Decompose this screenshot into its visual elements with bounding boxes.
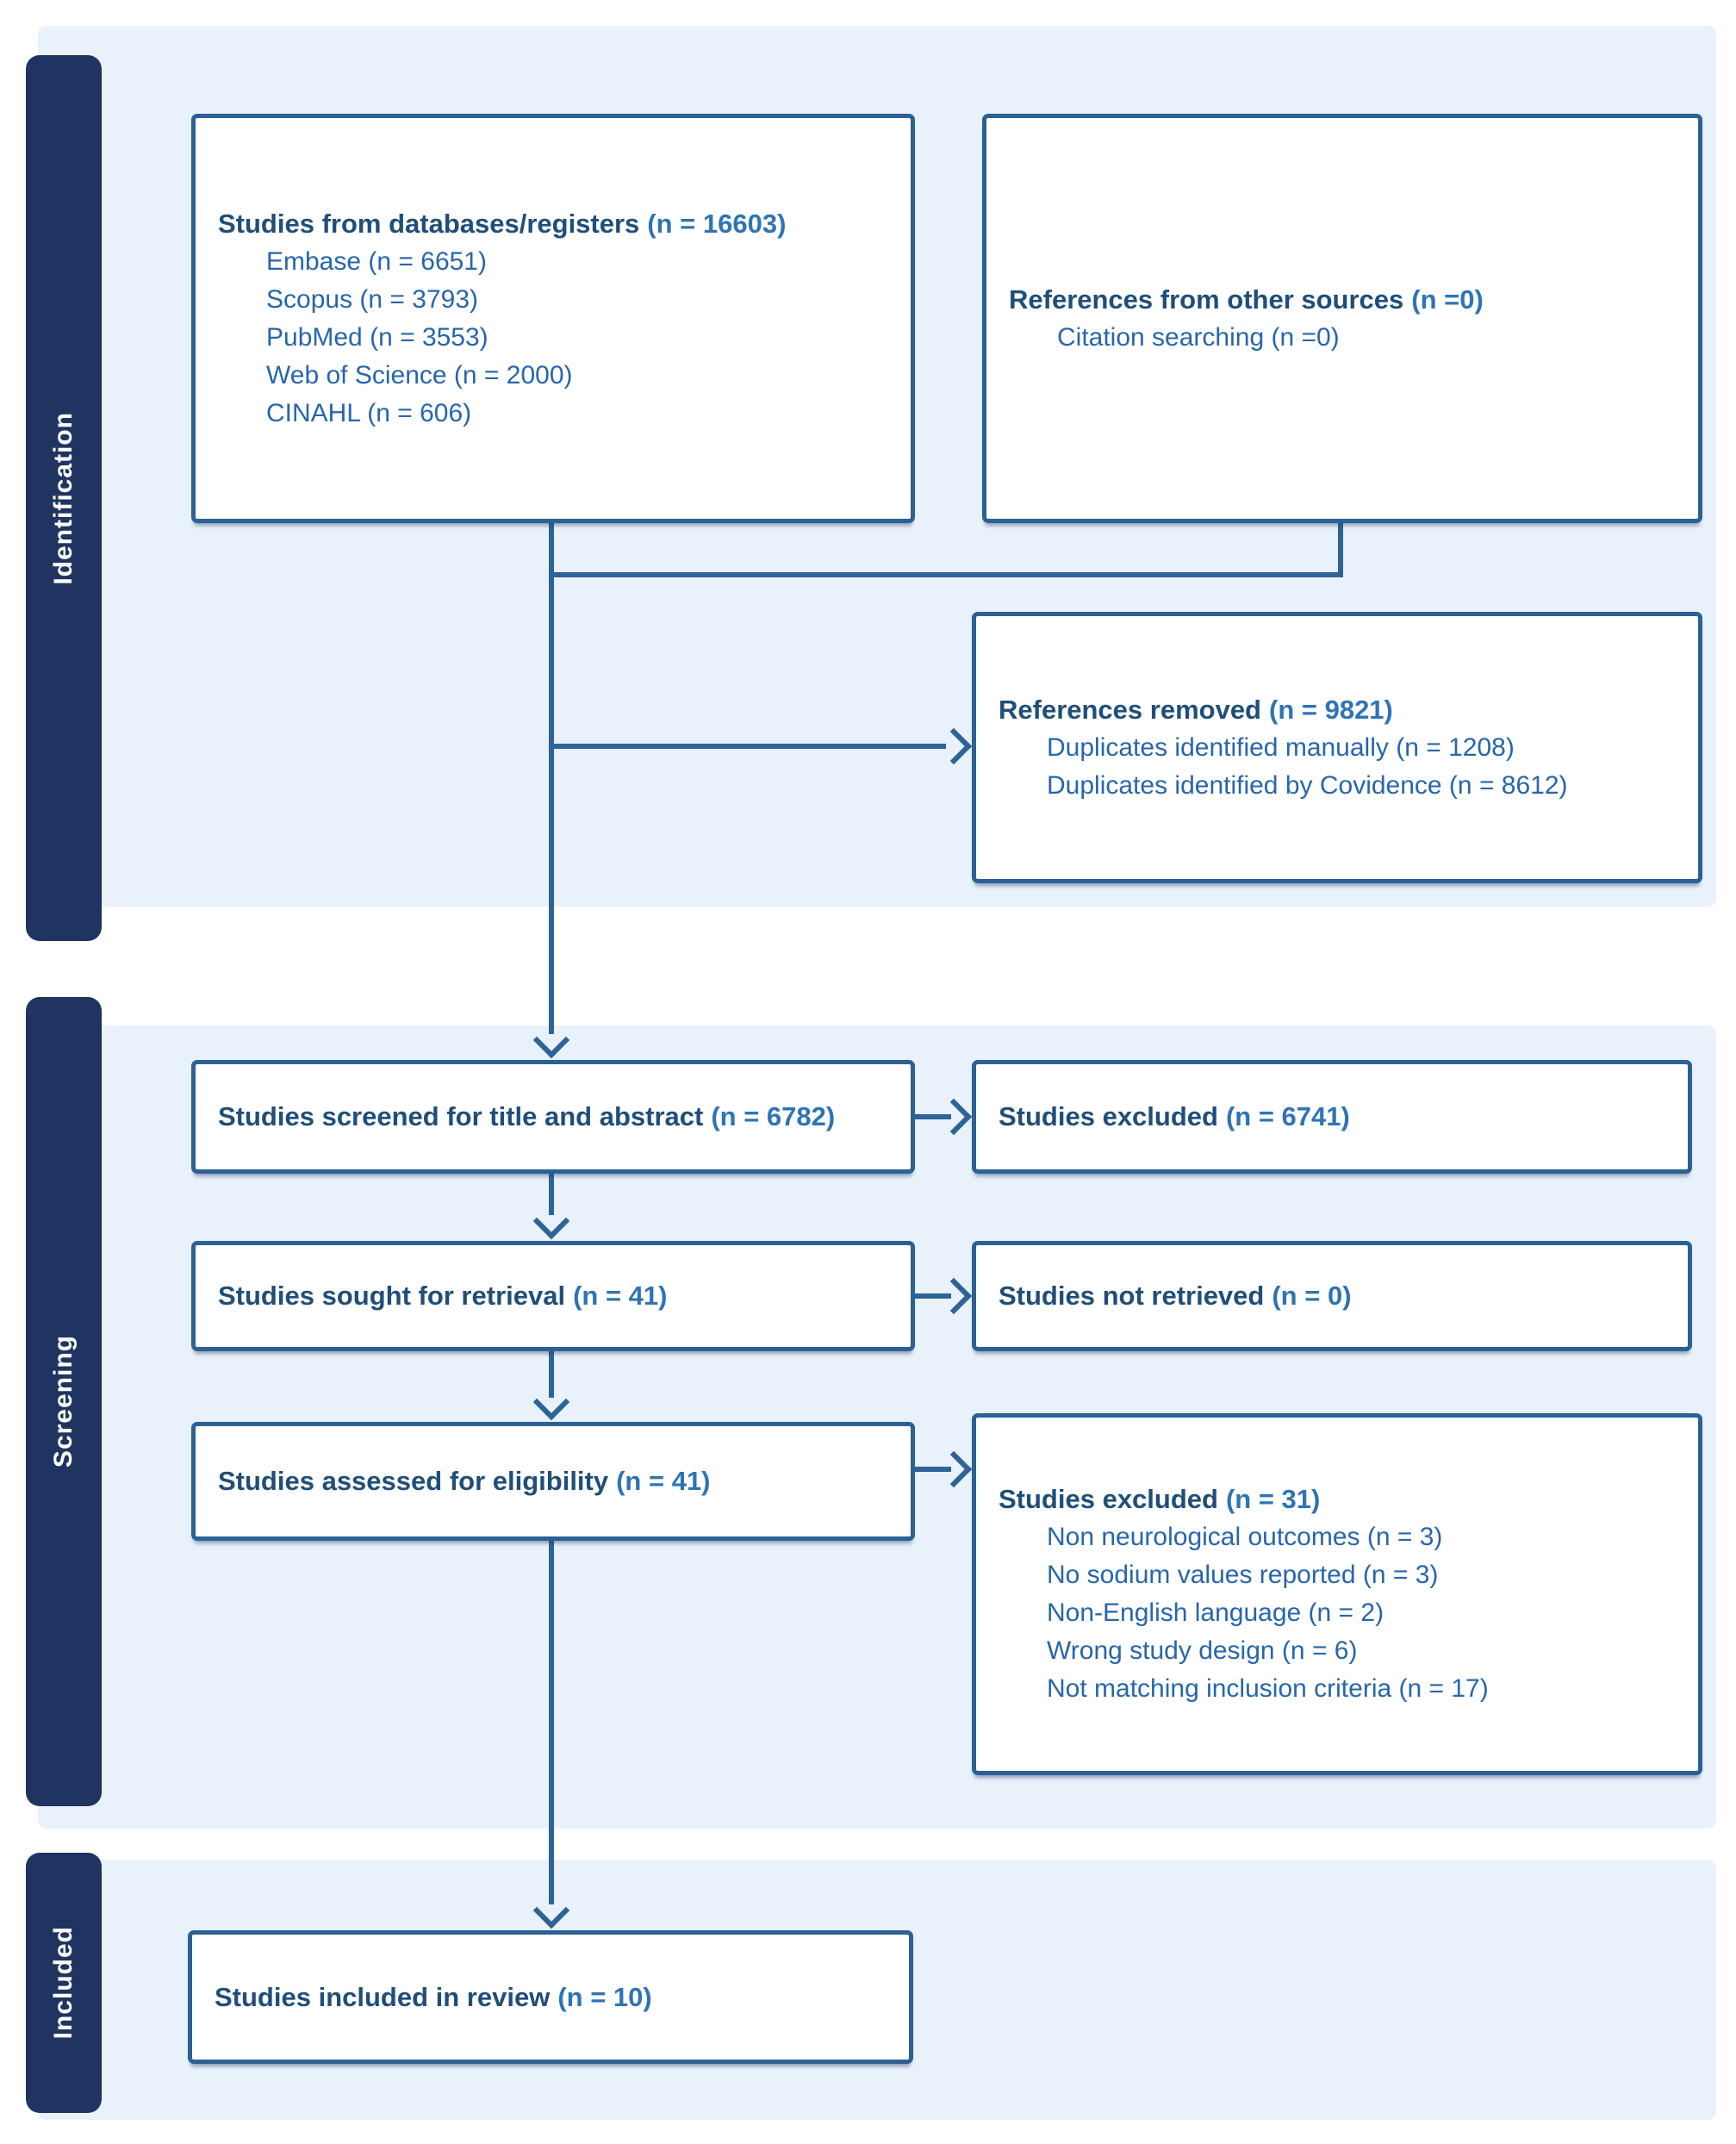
exclusion-reason: Wrong study design (n = 6): [1047, 1636, 1358, 1665]
connector-other-sources-down: [1338, 521, 1343, 577]
other-source-item: Citation searching (n =0): [1057, 322, 1340, 352]
database-item: PubMed (n = 3553): [266, 322, 488, 352]
box-studies-sought: Studies sought for retrieval(n = 41): [191, 1241, 915, 1351]
connector-assessed-to-excluded: [913, 1467, 951, 1472]
exclusion-reason: No sodium values reported (n = 3): [1047, 1561, 1439, 1589]
stage-label-screening: Screening: [49, 1335, 78, 1468]
connector-databases-down: [549, 521, 554, 577]
box-studies-screened: Studies screened for title and abstract(…: [191, 1060, 915, 1174]
exclusion-reason: Not matching inclusion criteria (n = 17): [1047, 1674, 1489, 1703]
box-title: Studies screened for title and abstract(…: [218, 1101, 836, 1131]
connector-sought-to-assessed: [549, 1349, 554, 1398]
connector-screened-to-excluded: [913, 1114, 951, 1119]
box-references-removed: References removed(n = 9821) Duplicates …: [972, 612, 1702, 883]
box-references-other-sources: References from other sources(n =0) Cita…: [982, 114, 1702, 523]
stage-label-included: Included: [49, 1926, 78, 2040]
connector-main-vertical: [549, 572, 554, 1034]
connector-to-references-removed: [551, 744, 946, 749]
stage-bar-included: Included: [26, 1853, 102, 2113]
exclusion-reason: Non neurological outcomes (n = 3): [1047, 1523, 1443, 1551]
database-item: Web of Science (n = 2000): [266, 360, 573, 390]
box-studies-not-retrieved: Studies not retrieved(n = 0): [972, 1241, 1692, 1351]
stage-bar-screening: Screening: [26, 997, 102, 1806]
box-studies-excluded-eligibility: Studies excluded(n = 31) Non neurologica…: [972, 1413, 1702, 1775]
exclusion-reason: Non-English language (n = 2): [1047, 1599, 1384, 1627]
removed-item: Duplicates identified by Covidence (n = …: [1047, 770, 1568, 800]
connector-sought-to-not-retrieved: [913, 1293, 951, 1299]
stage-label-identification: Identification: [49, 411, 78, 585]
box-studies-from-databases: Studies from databases/registers(n = 166…: [191, 114, 915, 523]
removed-item: Duplicates identified manually (n = 1208…: [1047, 732, 1515, 762]
database-item: CINAHL (n = 606): [266, 398, 472, 427]
box-title: Studies not retrieved(n = 0): [999, 1281, 1352, 1311]
box-title: Studies excluded(n = 6741): [999, 1101, 1350, 1131]
box-title: Studies excluded(n = 31): [999, 1484, 1321, 1514]
connector-assessed-to-included: [549, 1541, 554, 1904]
box-title: References from other sources(n =0): [1009, 284, 1484, 315]
box-studies-excluded-screening: Studies excluded(n = 6741): [972, 1060, 1692, 1174]
box-title: Studies from databases/registers(n = 166…: [218, 208, 787, 239]
box-title: Studies included in review(n = 10): [215, 1981, 652, 2012]
box-title: Studies assessed for eligibility(n = 41): [218, 1466, 711, 1496]
database-item: Embase (n = 6651): [266, 246, 487, 276]
database-item: Scopus (n = 3793): [266, 284, 478, 314]
stage-bar-identification: Identification: [26, 55, 102, 941]
connector-join-horizontal: [549, 572, 1343, 577]
box-title: Studies sought for retrieval(n = 41): [218, 1281, 668, 1311]
box-title: References removed(n = 9821): [999, 694, 1393, 725]
box-studies-included: Studies included in review(n = 10): [188, 1930, 913, 2064]
connector-screened-to-sought: [549, 1172, 554, 1215]
box-studies-assessed: Studies assessed for eligibility(n = 41): [191, 1422, 915, 1541]
